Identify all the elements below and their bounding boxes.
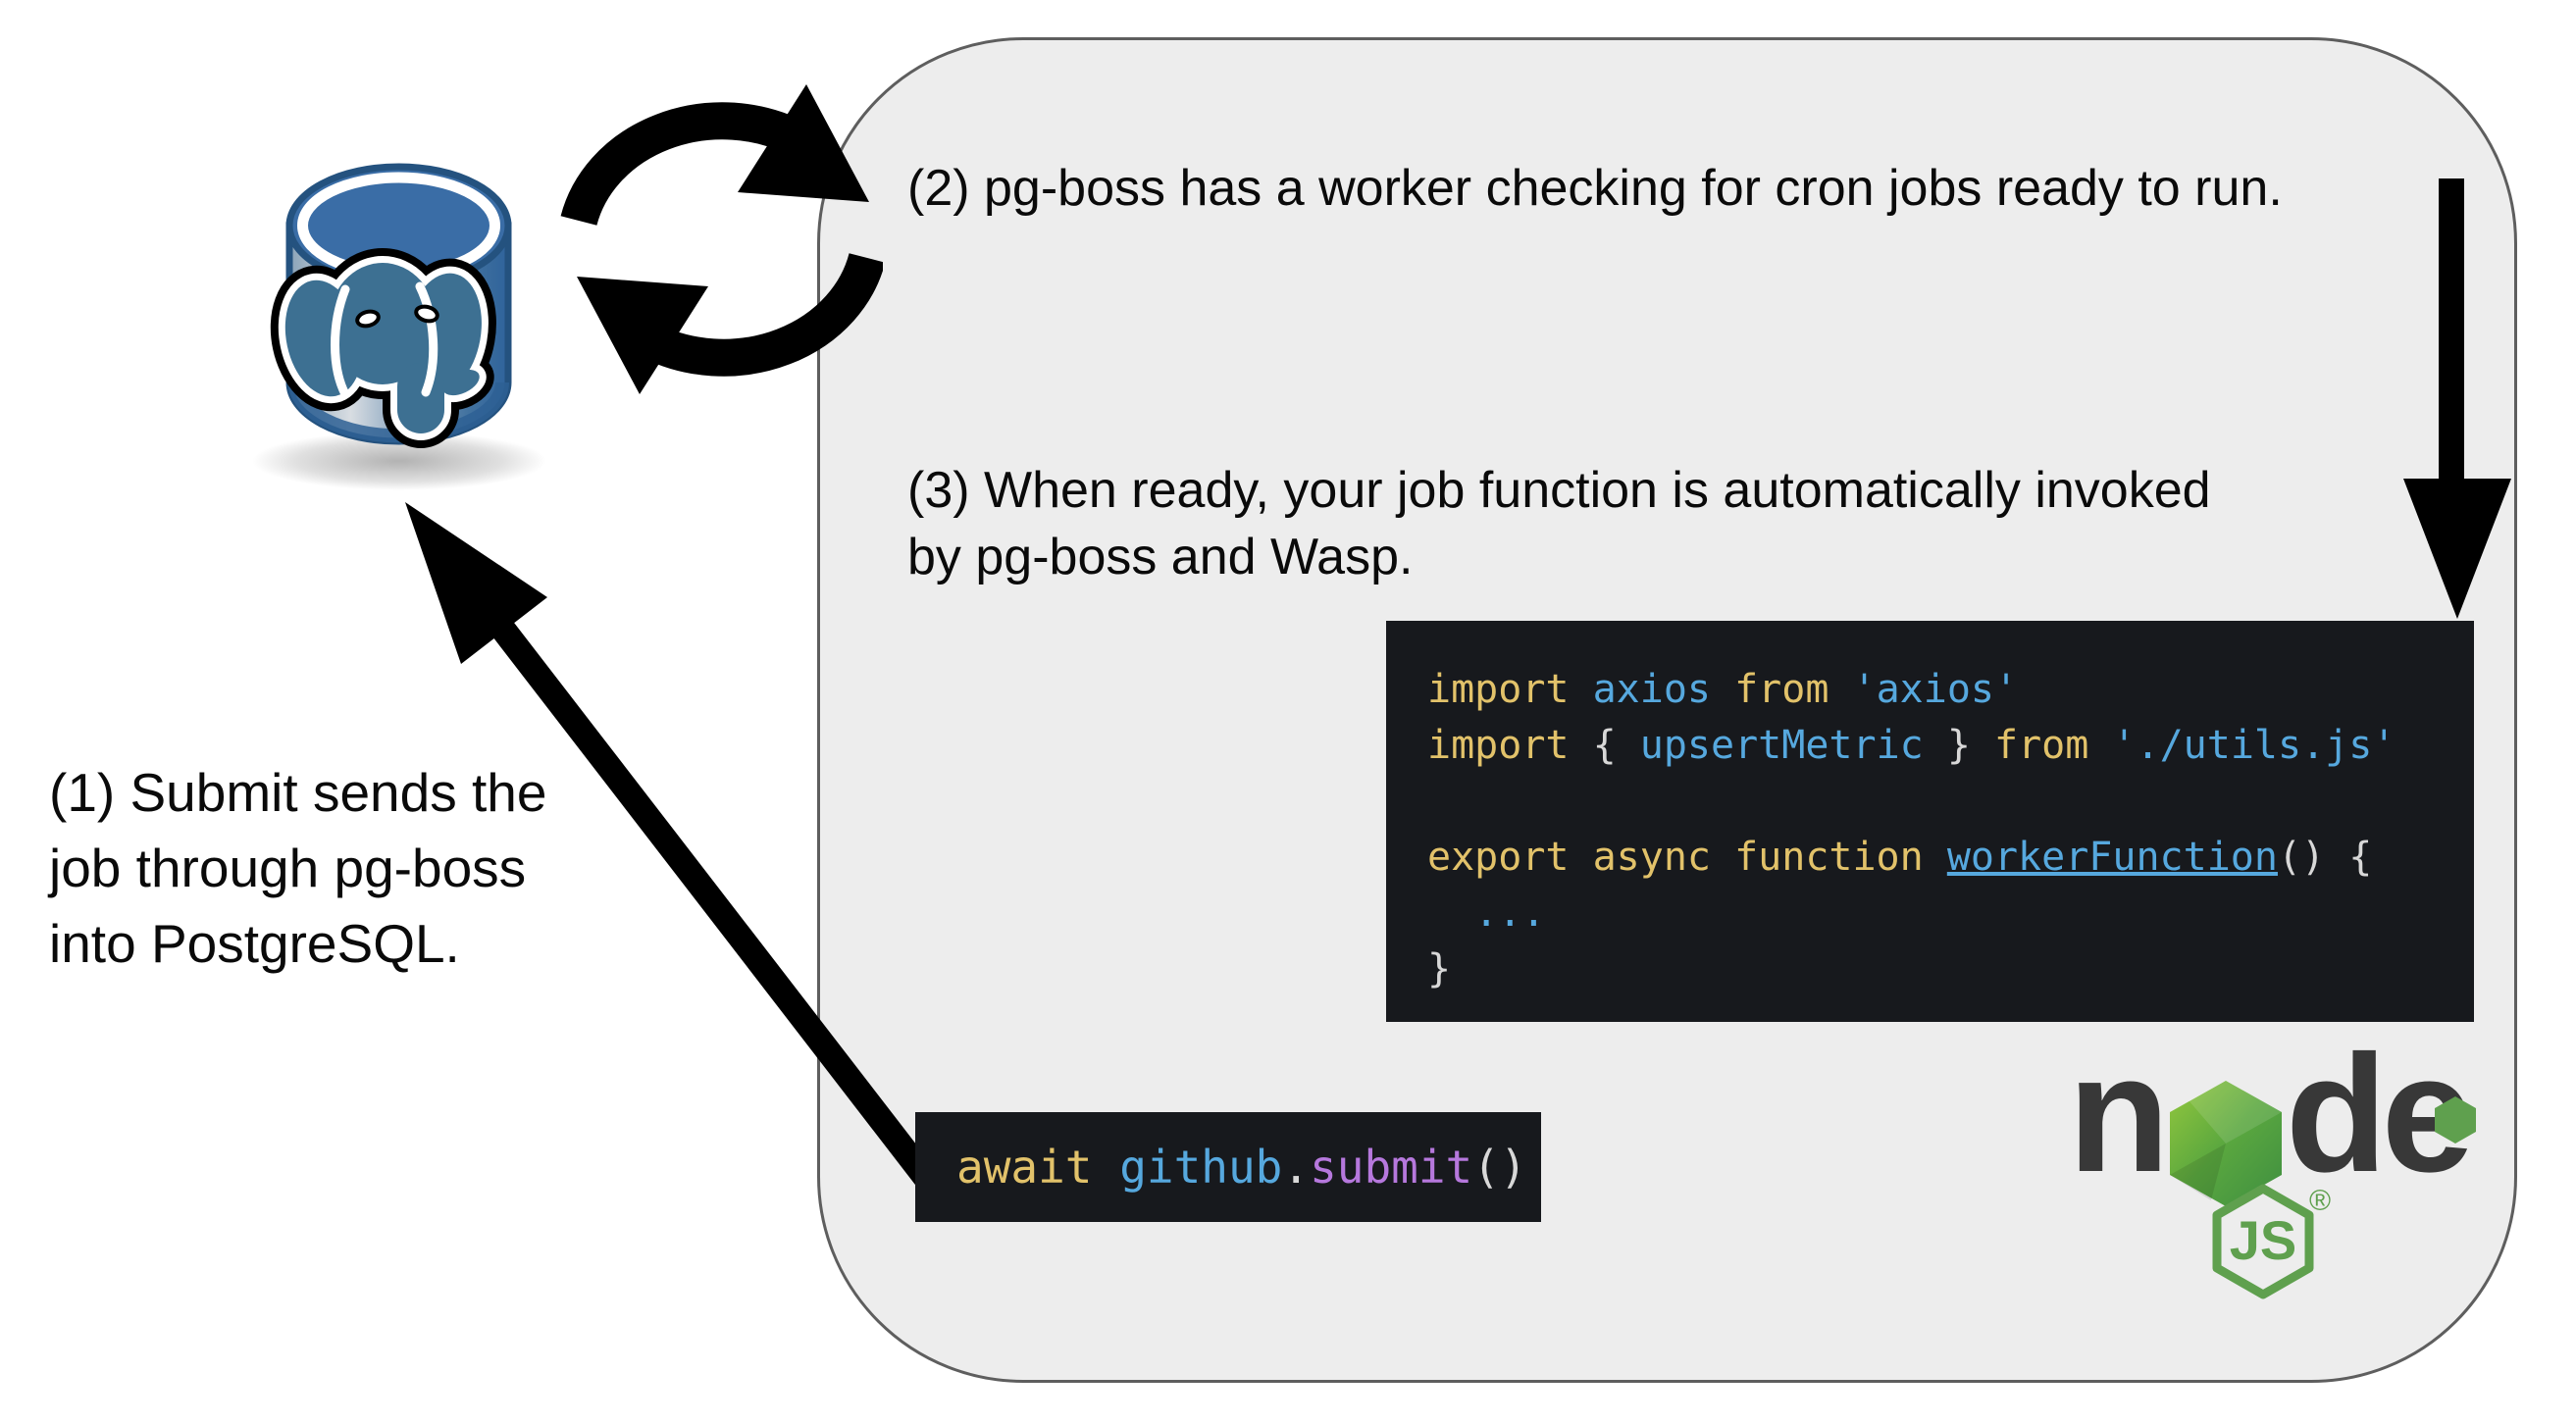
submit-code-block: await github.submit() xyxy=(915,1112,1541,1222)
caption-step2: (2) pg-boss has a worker checking for cr… xyxy=(907,160,2283,217)
code-line: } xyxy=(1427,946,1452,992)
nodejs-letter-d: d xyxy=(2285,1021,2388,1207)
nodejs-js-badge: JS xyxy=(2212,1184,2314,1299)
code-line xyxy=(1427,774,2454,830)
nodejs-logo: n d e xyxy=(2068,1021,2480,1300)
caption-step3-line2: by pg-boss and Wasp. xyxy=(907,529,1414,585)
caption-step3-line1: (3) When ready, your job function is aut… xyxy=(907,462,2211,519)
code-line: ... xyxy=(1427,890,1546,936)
nodejs-e-hexagon-icon xyxy=(2434,1096,2476,1144)
code-line: export async function workerFunction() { xyxy=(1427,835,2373,880)
caption-step1-line2: job through pg-boss xyxy=(49,838,527,898)
caption-step3: (3) When ready, your job function is aut… xyxy=(907,457,2211,590)
nodejs-letter-e: e xyxy=(2382,1031,2476,1197)
worker-function-code-block: import axios from 'axios' import { upsert… xyxy=(1386,621,2474,1022)
caption-step1: (1) Submit sends the job through pg-boss… xyxy=(49,755,546,982)
nodejs-js-text: JS xyxy=(2230,1209,2297,1271)
nodejs-hexagon-icon xyxy=(2169,1081,2282,1206)
elephant-face xyxy=(270,248,496,448)
nodejs-wordmark: n d e xyxy=(2068,1021,2476,1207)
code-line: import axios from 'axios' xyxy=(1427,667,2019,712)
caption-step1-line1: (1) Submit sends the xyxy=(49,762,547,823)
registered-trademark-icon: ® xyxy=(2309,1185,2332,1217)
code-line: await github.submit() xyxy=(956,1141,1527,1194)
elephant-eyes xyxy=(355,304,439,329)
caption-step1-line3: into PostgreSQL. xyxy=(49,913,460,974)
nodejs-letter-n: n xyxy=(2068,1021,2170,1207)
logo-shadow xyxy=(252,432,546,490)
code-line: import { upsertMetric } from './utils.js… xyxy=(1427,723,2396,768)
postgresql-logo-icon xyxy=(252,163,546,490)
database-cylinder xyxy=(285,163,512,445)
